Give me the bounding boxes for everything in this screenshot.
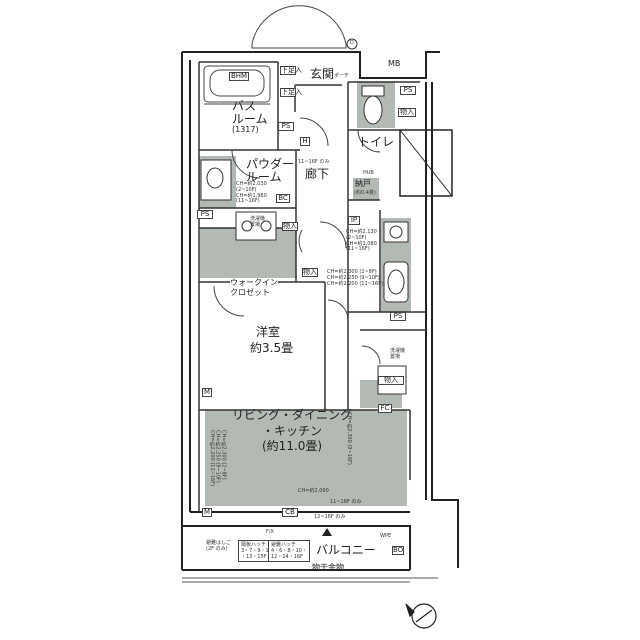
ch-powder-note: CH=約2,030 (2~10F) CH=約1,980 (11~16F)	[236, 181, 267, 205]
balcony-railing	[182, 577, 438, 583]
western-size: 約3.5畳	[250, 341, 294, 355]
kitchen-counter-icon	[383, 221, 409, 303]
ldk-size: (約11.0畳)	[262, 439, 323, 453]
doors	[213, 5, 381, 365]
floor-note-1: 11~16F のみ	[298, 159, 330, 165]
walls	[181, 51, 459, 571]
washer-tag-1: 洗濯機 置場	[250, 216, 266, 228]
ch-ldk-right-note: CH=約2,300 (9~16F)	[346, 412, 352, 465]
storage-size: (約0.4畳)	[354, 190, 376, 196]
fc-tag: FC	[378, 404, 392, 413]
balcony-note-1: 避難はしご (2F のみ)	[206, 540, 232, 552]
toilet-label: トイレ	[358, 135, 395, 149]
outdoor-tag: 物干金物	[312, 563, 344, 572]
walkin-label: ウォークイン クロゼット	[230, 278, 278, 298]
balcony-label: バルコニー	[316, 543, 376, 557]
closet-tag-3: 物入	[282, 222, 298, 231]
ch-closet-note: CH=約2,300 (2~8F) CH=約2,250 (9~10F) CH=約2…	[327, 269, 384, 287]
m-tag-1: M	[202, 388, 212, 397]
storage-shade	[353, 178, 379, 200]
ch-ldk-note: CH=約2,090	[298, 488, 329, 494]
ps-tag-4: PS	[390, 312, 406, 321]
bath-label: バス ルーム	[232, 99, 268, 127]
ps-tag-2: PS	[400, 86, 416, 95]
ldk-label: リビング・ダイニング ・キッチン	[232, 408, 353, 438]
porch-tag: ポーチ	[334, 73, 350, 79]
washbasin-icon	[200, 159, 232, 201]
d-tag: D	[350, 40, 354, 46]
ch-hall-note: CH=約2,130 (2~10F) CH=約2,080 (11~16F)	[346, 229, 377, 253]
washer-icon	[235, 211, 277, 241]
compass-icon	[405, 603, 437, 629]
ip-tag: IP	[348, 216, 360, 225]
interior-walls	[198, 61, 426, 512]
ldk-shade	[205, 410, 407, 506]
washer-tag-2: 洗濯機 置場	[390, 348, 406, 360]
cb-tag: CB	[282, 508, 298, 517]
d-marker	[346, 38, 358, 50]
closet-tag-1: 物入	[378, 376, 404, 385]
western-label: 洋室	[256, 325, 281, 339]
closet-tag-4: 物入	[302, 268, 318, 277]
bathtub-icon	[203, 65, 271, 105]
bo-tag: BO	[392, 546, 404, 555]
balcony-note-3: 避難ハッチ 4・6・8・10・ 12・14・16F	[268, 540, 310, 562]
floor-note-2: 11~16F のみ	[330, 499, 362, 505]
floor-note-3: 12~16F のみ	[314, 514, 346, 520]
bhm-tag: BHM	[229, 72, 249, 81]
toilet-icon	[361, 85, 385, 125]
m-tag-2: M	[202, 508, 212, 517]
ps-tag-3: PS	[197, 210, 213, 219]
wpe-tag: WPE	[380, 533, 392, 539]
fx-tag: F/X	[266, 529, 274, 535]
bc-tag: BC	[276, 194, 290, 203]
bath-size: (1317)	[232, 125, 259, 134]
mb-tag: MB	[388, 59, 401, 68]
h-tag: H	[300, 137, 310, 146]
genkan-label: 玄関	[310, 67, 335, 81]
shoebox-tag-1: 下足入	[280, 66, 302, 75]
shoebox-tag-2: 下足入	[280, 88, 302, 97]
powder-label: パウダー ルーム	[246, 157, 295, 185]
storage-label: 納戸	[355, 179, 371, 188]
hallway-label: 廊下	[305, 167, 330, 181]
closet-tag-2: 物入	[398, 108, 416, 117]
ch-ldk-left-note: CH=約2,300 (2~8F) CH=約2,250 (9~10F) CH=約2…	[208, 430, 227, 487]
hub-tag: HUB	[363, 170, 374, 176]
entry-arrow-icon	[322, 528, 332, 536]
ps-tag-1: PS	[278, 122, 294, 131]
